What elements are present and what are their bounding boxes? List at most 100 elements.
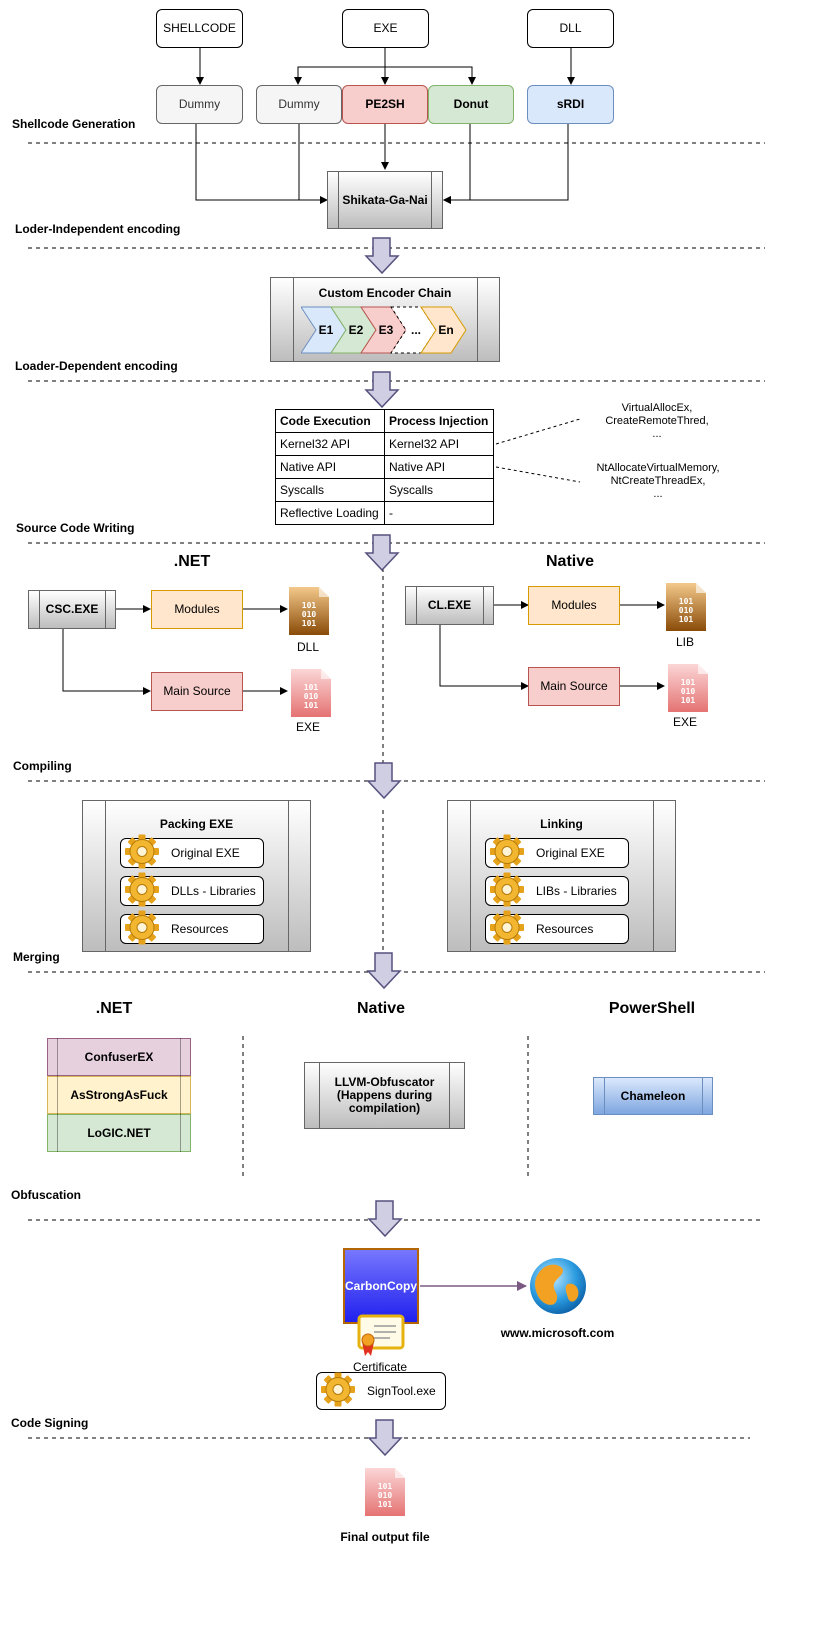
- section-shellcode-generation: Shellcode Generation: [12, 117, 136, 131]
- gear-icon: [488, 871, 526, 912]
- table-row: Kernel32 API Kernel32 API: [275, 432, 494, 456]
- generation-connectors: [195, 48, 575, 204]
- gear-icon: [488, 833, 526, 874]
- binary-file-icon: 101 010 101: [291, 669, 331, 717]
- packing-item-label: Resources: [171, 922, 229, 936]
- cl-exe: CL.EXE: [405, 586, 494, 625]
- encoder-step-label: ...: [411, 323, 421, 337]
- native-modules: Modules: [528, 586, 620, 625]
- note-connectors: [495, 418, 581, 483]
- input-shellcode: SHELLCODE: [156, 9, 243, 48]
- input-exe: EXE: [342, 9, 429, 48]
- lib-file-icon: 101 010 101: [665, 582, 707, 637]
- native-exe-label: EXE: [672, 715, 697, 729]
- table-cell: Kernel32 API: [275, 432, 385, 456]
- llvm-line: LLVM-Obfuscator: [334, 1075, 435, 1089]
- linking-item: Original EXE: [485, 834, 629, 869]
- table-header: Process Injection: [384, 409, 494, 433]
- exe-file-icon: 101 010 101: [290, 668, 332, 723]
- dotnet-obfuscator-stack: ConfuserEX AsStrongAsFuck LoGIC.NET: [47, 1038, 191, 1153]
- svg-text:101: 101: [681, 696, 696, 705]
- svg-text:010: 010: [302, 610, 317, 619]
- svg-text:101: 101: [378, 1482, 393, 1491]
- column-splits: [242, 560, 529, 1180]
- packing-title: Packing EXE: [159, 817, 234, 831]
- linking-item-label: Original EXE: [536, 846, 605, 860]
- section-loader-dependent: Loader-Dependent encoding: [15, 359, 178, 373]
- packing-item-label: DLLs - Libraries: [171, 884, 256, 898]
- encoder-step-label: E2: [349, 323, 364, 337]
- generator-dummy-shellcode: Dummy: [156, 85, 243, 124]
- linking-item: LIBs - Libraries: [485, 872, 629, 907]
- svg-text:101: 101: [681, 678, 696, 687]
- svg-text:010: 010: [681, 687, 696, 696]
- svg-text:010: 010: [304, 692, 319, 701]
- note-line: NtCreateThreadEx,: [610, 475, 706, 487]
- gear-icon: [125, 910, 159, 945]
- dll-file-icon: 101 010 101: [288, 586, 330, 641]
- svg-text:101: 101: [679, 597, 694, 606]
- sgn-label: Shikata-Ga-Nai: [342, 192, 428, 207]
- encoder-step-label: E1: [319, 323, 334, 337]
- generator-dummy-exe: Dummy: [256, 85, 342, 124]
- binary-file-icon: 101 010 101: [668, 664, 708, 712]
- chameleon: Chameleon: [593, 1077, 713, 1115]
- note-kernel32-apis: VirtualAllocEx, CreateRemoteThred, ...: [582, 402, 732, 441]
- gear-icon: [321, 1372, 355, 1407]
- chameleon-label: Chameleon: [620, 1088, 686, 1103]
- linking-item-label: Resources: [536, 922, 594, 936]
- generator-donut: Donut: [428, 85, 514, 124]
- llvm-line: (Happens during: [336, 1088, 433, 1102]
- dll-label: DLL: [296, 640, 319, 654]
- final-file-icon: 101 010 101: [364, 1467, 406, 1522]
- table-cell: Native API: [384, 455, 494, 479]
- table-cell: Syscalls: [384, 478, 494, 502]
- svg-text:101: 101: [378, 1500, 393, 1509]
- svg-text:101: 101: [302, 601, 317, 610]
- gear-icon: [490, 910, 524, 945]
- packing-item: DLLs - Libraries: [120, 872, 264, 907]
- stage-arrow-3: [364, 534, 400, 572]
- svg-text:010: 010: [679, 606, 694, 615]
- generator-srdi: sRDI: [527, 85, 614, 124]
- gear-icon: [123, 833, 161, 874]
- table-cell: Reflective Loading: [275, 501, 385, 525]
- dotnet-main-source: Main Source: [151, 672, 243, 711]
- table-cell: Kernel32 API: [384, 432, 494, 456]
- packing-item-label: Original EXE: [171, 846, 240, 860]
- note-line: CreateRemoteThred,: [605, 415, 709, 427]
- binary-file-icon: 101 010 101: [666, 583, 706, 631]
- stage-arrows: [364, 237, 403, 1457]
- linking-title: Linking: [540, 817, 583, 831]
- encoder-step-shape: [420, 306, 467, 354]
- stage-arrow-7: [367, 1419, 403, 1457]
- table-cell: -: [384, 501, 494, 525]
- linking-item: Resources: [485, 910, 629, 945]
- input-dll: DLL: [527, 9, 614, 48]
- obf-native-heading: Native: [356, 1000, 406, 1017]
- section-obfuscation: Obfuscation: [11, 1188, 82, 1202]
- source-native-heading: Native: [545, 553, 595, 570]
- section-compiling: Compiling: [13, 759, 72, 773]
- dotnet-modules: Modules: [151, 590, 243, 629]
- gear-icon: [490, 872, 524, 907]
- note-line: VirtualAllocEx,: [621, 402, 693, 414]
- section-loader-independent: Loder-Independent encoding: [15, 222, 181, 236]
- note-native-apis: NtAllocateVirtualMemory, NtCreateThreadE…: [578, 462, 738, 501]
- obf-dotnet-heading: .NET: [95, 1000, 133, 1017]
- packing-item: Original EXE: [120, 834, 264, 869]
- binary-file-icon: 101 010 101: [365, 1468, 405, 1516]
- stage-arrow-2: [364, 371, 400, 409]
- svg-text:101: 101: [304, 683, 319, 692]
- note-line: ...: [652, 428, 662, 440]
- signtool-label: SignTool.exe: [367, 1384, 436, 1398]
- section-merging: Merging: [13, 950, 60, 964]
- source-connectors: [62, 601, 665, 695]
- encoder-chain-title: Custom Encoder Chain: [318, 286, 452, 300]
- csc-exe: CSC.EXE: [28, 590, 116, 629]
- stage-arrow-4: [366, 762, 402, 800]
- stage-arrow-1: [364, 237, 400, 275]
- certificate-label: Certificate: [352, 1360, 408, 1374]
- table-header-row: Code Execution Process Injection: [275, 409, 494, 433]
